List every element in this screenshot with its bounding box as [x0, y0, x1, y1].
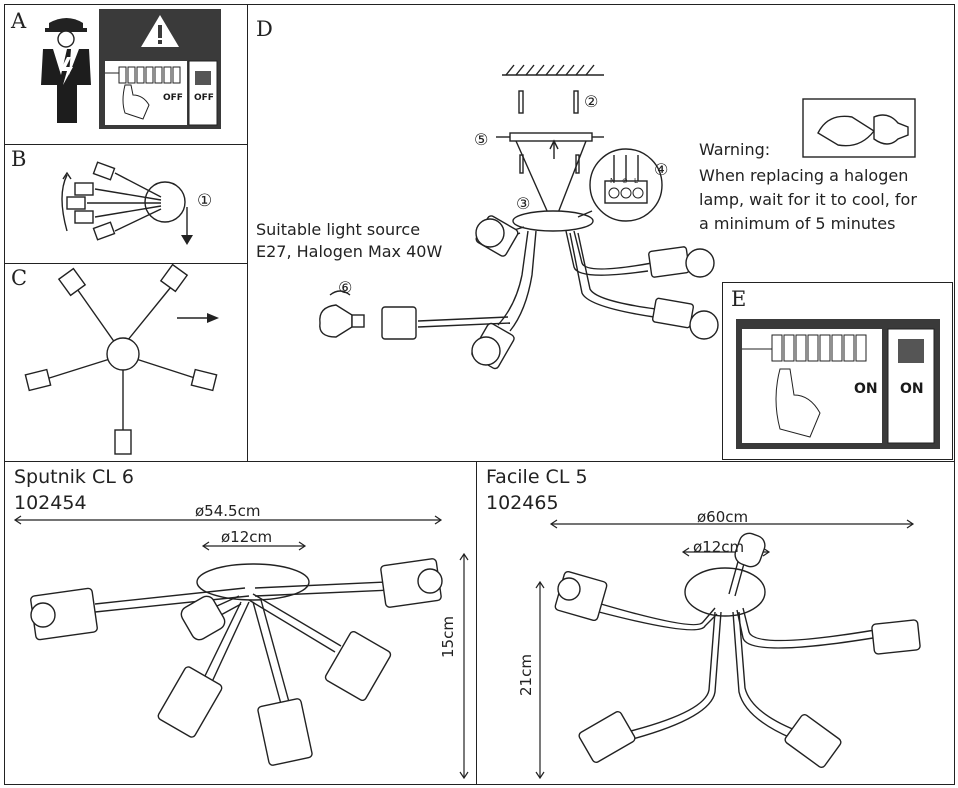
warning-line-1: When replacing a halogen	[699, 166, 909, 185]
product-code-1: 102454	[14, 492, 87, 514]
breaker-panel-on: ON ON	[736, 319, 940, 449]
rotate-arrow-icon	[61, 174, 68, 232]
width-dimension-1: ø54.5cm	[195, 502, 261, 520]
breaker-label-on: ON	[900, 381, 924, 397]
product-code-2: 102465	[486, 492, 559, 514]
terminal-label-l: L	[634, 177, 638, 185]
warning-title: Warning:	[699, 140, 771, 159]
callout-4: ④	[654, 160, 669, 179]
step-letter-d: D	[256, 17, 273, 41]
step-letter-b: B	[11, 147, 27, 171]
panel-e: E ON ON	[722, 282, 953, 460]
product-panel-facile: Facile CL 5 102465 ø60cm ø12cm 21cm	[476, 461, 955, 785]
hand-icon	[817, 114, 909, 147]
screw-icon	[518, 90, 580, 174]
base-dimension-1: ø12cm	[221, 528, 273, 546]
switch-label-on: ON	[854, 381, 878, 397]
hand-icon	[775, 368, 821, 438]
product-name-1: Sputnik CL 6	[14, 466, 134, 488]
terminal-label-n: N	[610, 177, 616, 185]
panel-b: B ①	[4, 144, 249, 265]
step-letter-e: E	[731, 287, 747, 311]
product-panel-sputnik: Sputnik CL 6 102454 ø54.5c	[4, 461, 478, 785]
hand-icon	[122, 84, 150, 120]
breaker-label-off: OFF	[194, 93, 214, 103]
height-dimension-2: 21cm	[517, 654, 535, 696]
warning-line-3: a minimum of 5 minutes	[699, 214, 896, 233]
height-dimension-1: 15cm	[439, 616, 457, 658]
step-letter-c: C	[11, 266, 28, 290]
warning-line-2: lamp, wait for it to cool, for	[699, 190, 917, 209]
panel-c: C	[4, 263, 249, 463]
base-dimension-2: ø12cm	[693, 538, 745, 556]
callout-5: ⑤	[474, 130, 489, 149]
callout-3: ③	[516, 194, 531, 213]
width-dimension-2: ø60cm	[697, 508, 749, 526]
electrician-icon	[41, 18, 91, 123]
step-letter-a: A	[11, 9, 27, 33]
breaker-panel-off: OFF OFF	[99, 9, 221, 129]
panel-a: A	[4, 4, 249, 146]
switch-label-off: OFF	[163, 93, 183, 103]
callout-1: ①	[197, 191, 213, 211]
rotate-arrow-icon	[329, 290, 351, 296]
callout-6: ⑥	[338, 278, 353, 297]
light-source-line-1: Suitable light source	[256, 220, 421, 239]
warning-icon	[141, 15, 179, 47]
callout-2: ②	[584, 92, 599, 111]
product-name-2: Facile CL 5	[486, 466, 588, 488]
panel-d: D	[247, 4, 955, 463]
terminal-label-earth: ⊕	[622, 177, 628, 185]
bulb-icon	[319, 290, 365, 338]
light-source-line-2: E27, Halogen Max 40W	[256, 242, 443, 261]
